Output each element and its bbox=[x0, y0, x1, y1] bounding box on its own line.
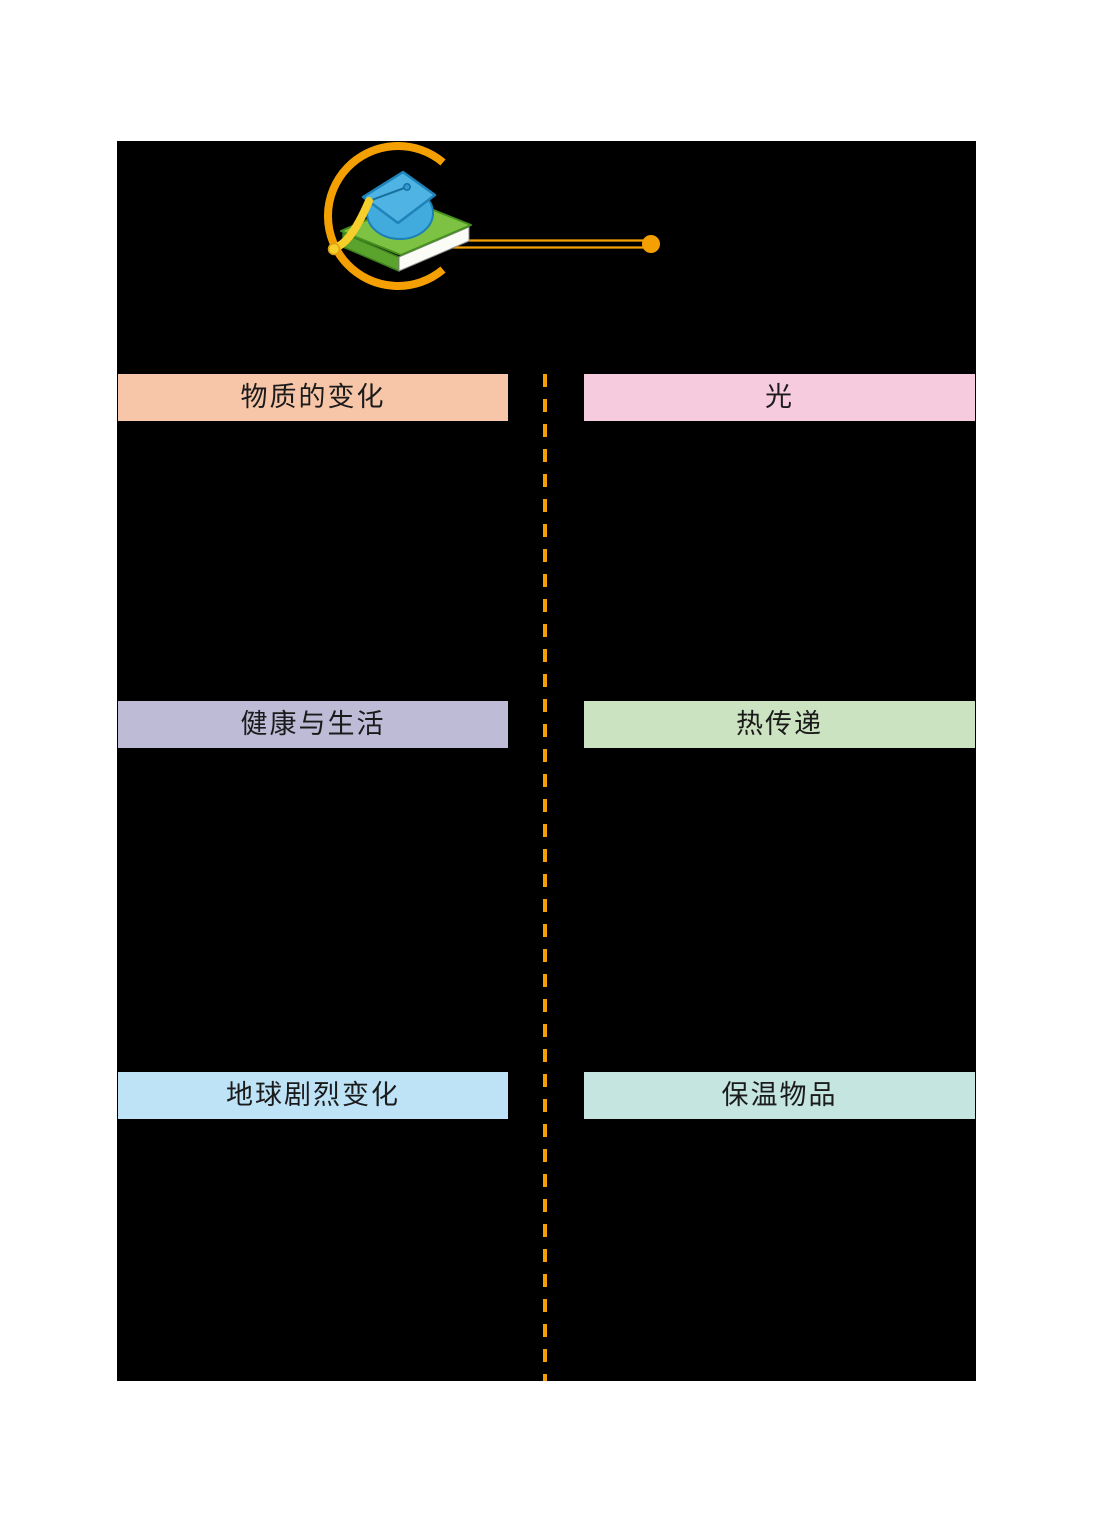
logo-group bbox=[323, 142, 660, 290]
section-header-insulation-items: 保温物品 bbox=[584, 1072, 975, 1119]
callout-dot-icon bbox=[642, 235, 660, 253]
section-header-earth-drastic-changes: 地球剧烈变化 bbox=[118, 1072, 508, 1119]
worksheet-canvas: 物质的变化 光 健康与生活 热传递 地球剧烈变化 保温物品 bbox=[117, 141, 976, 1381]
arc-ring-icon bbox=[323, 142, 446, 290]
section-header-health-and-life: 健康与生活 bbox=[118, 701, 508, 748]
graduation-cap-icon bbox=[361, 170, 437, 240]
tassel-icon bbox=[327, 197, 373, 256]
section-header-heat-transfer: 热传递 bbox=[584, 701, 975, 748]
section-header-light: 光 bbox=[584, 374, 975, 421]
section-header-changes-of-matter: 物质的变化 bbox=[118, 374, 508, 421]
dashed-divider-line bbox=[543, 374, 547, 1381]
